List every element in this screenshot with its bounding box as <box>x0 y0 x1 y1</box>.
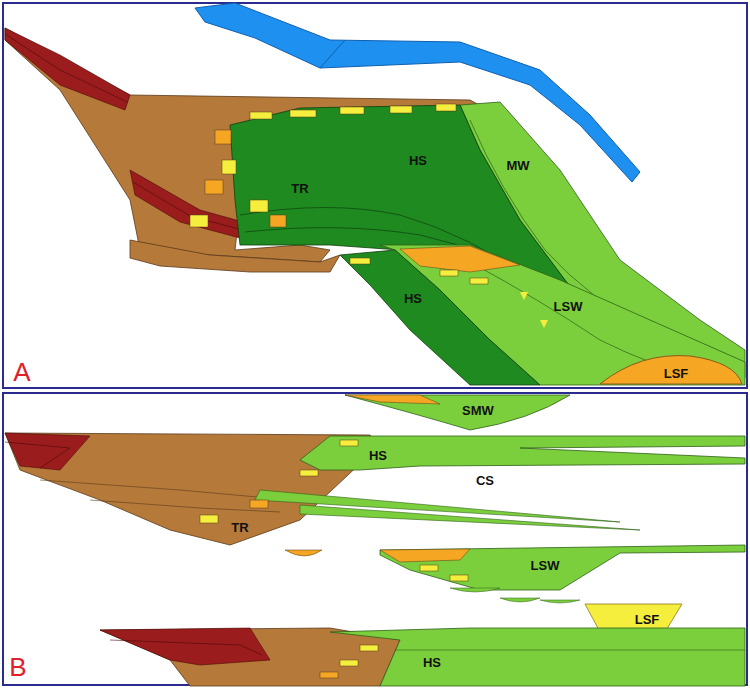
panel-letter: B <box>9 654 26 680</box>
unit-label: HS <box>369 449 387 462</box>
unit-label: HS <box>409 154 427 167</box>
unit-label: LSW <box>554 300 583 313</box>
panel-letter: A <box>13 359 30 385</box>
unit-label: SMW <box>462 404 494 417</box>
unit-label: LSF <box>664 367 689 380</box>
unit-label: TR <box>291 182 308 195</box>
unit-label: HS <box>423 656 441 669</box>
unit-label: MW <box>506 159 529 172</box>
unit-label: TR <box>231 521 248 534</box>
unit-label: HS <box>404 292 422 305</box>
unit-label: CS <box>476 474 494 487</box>
unit-label: LSW <box>531 559 560 572</box>
unit-label: LSF <box>635 613 660 626</box>
